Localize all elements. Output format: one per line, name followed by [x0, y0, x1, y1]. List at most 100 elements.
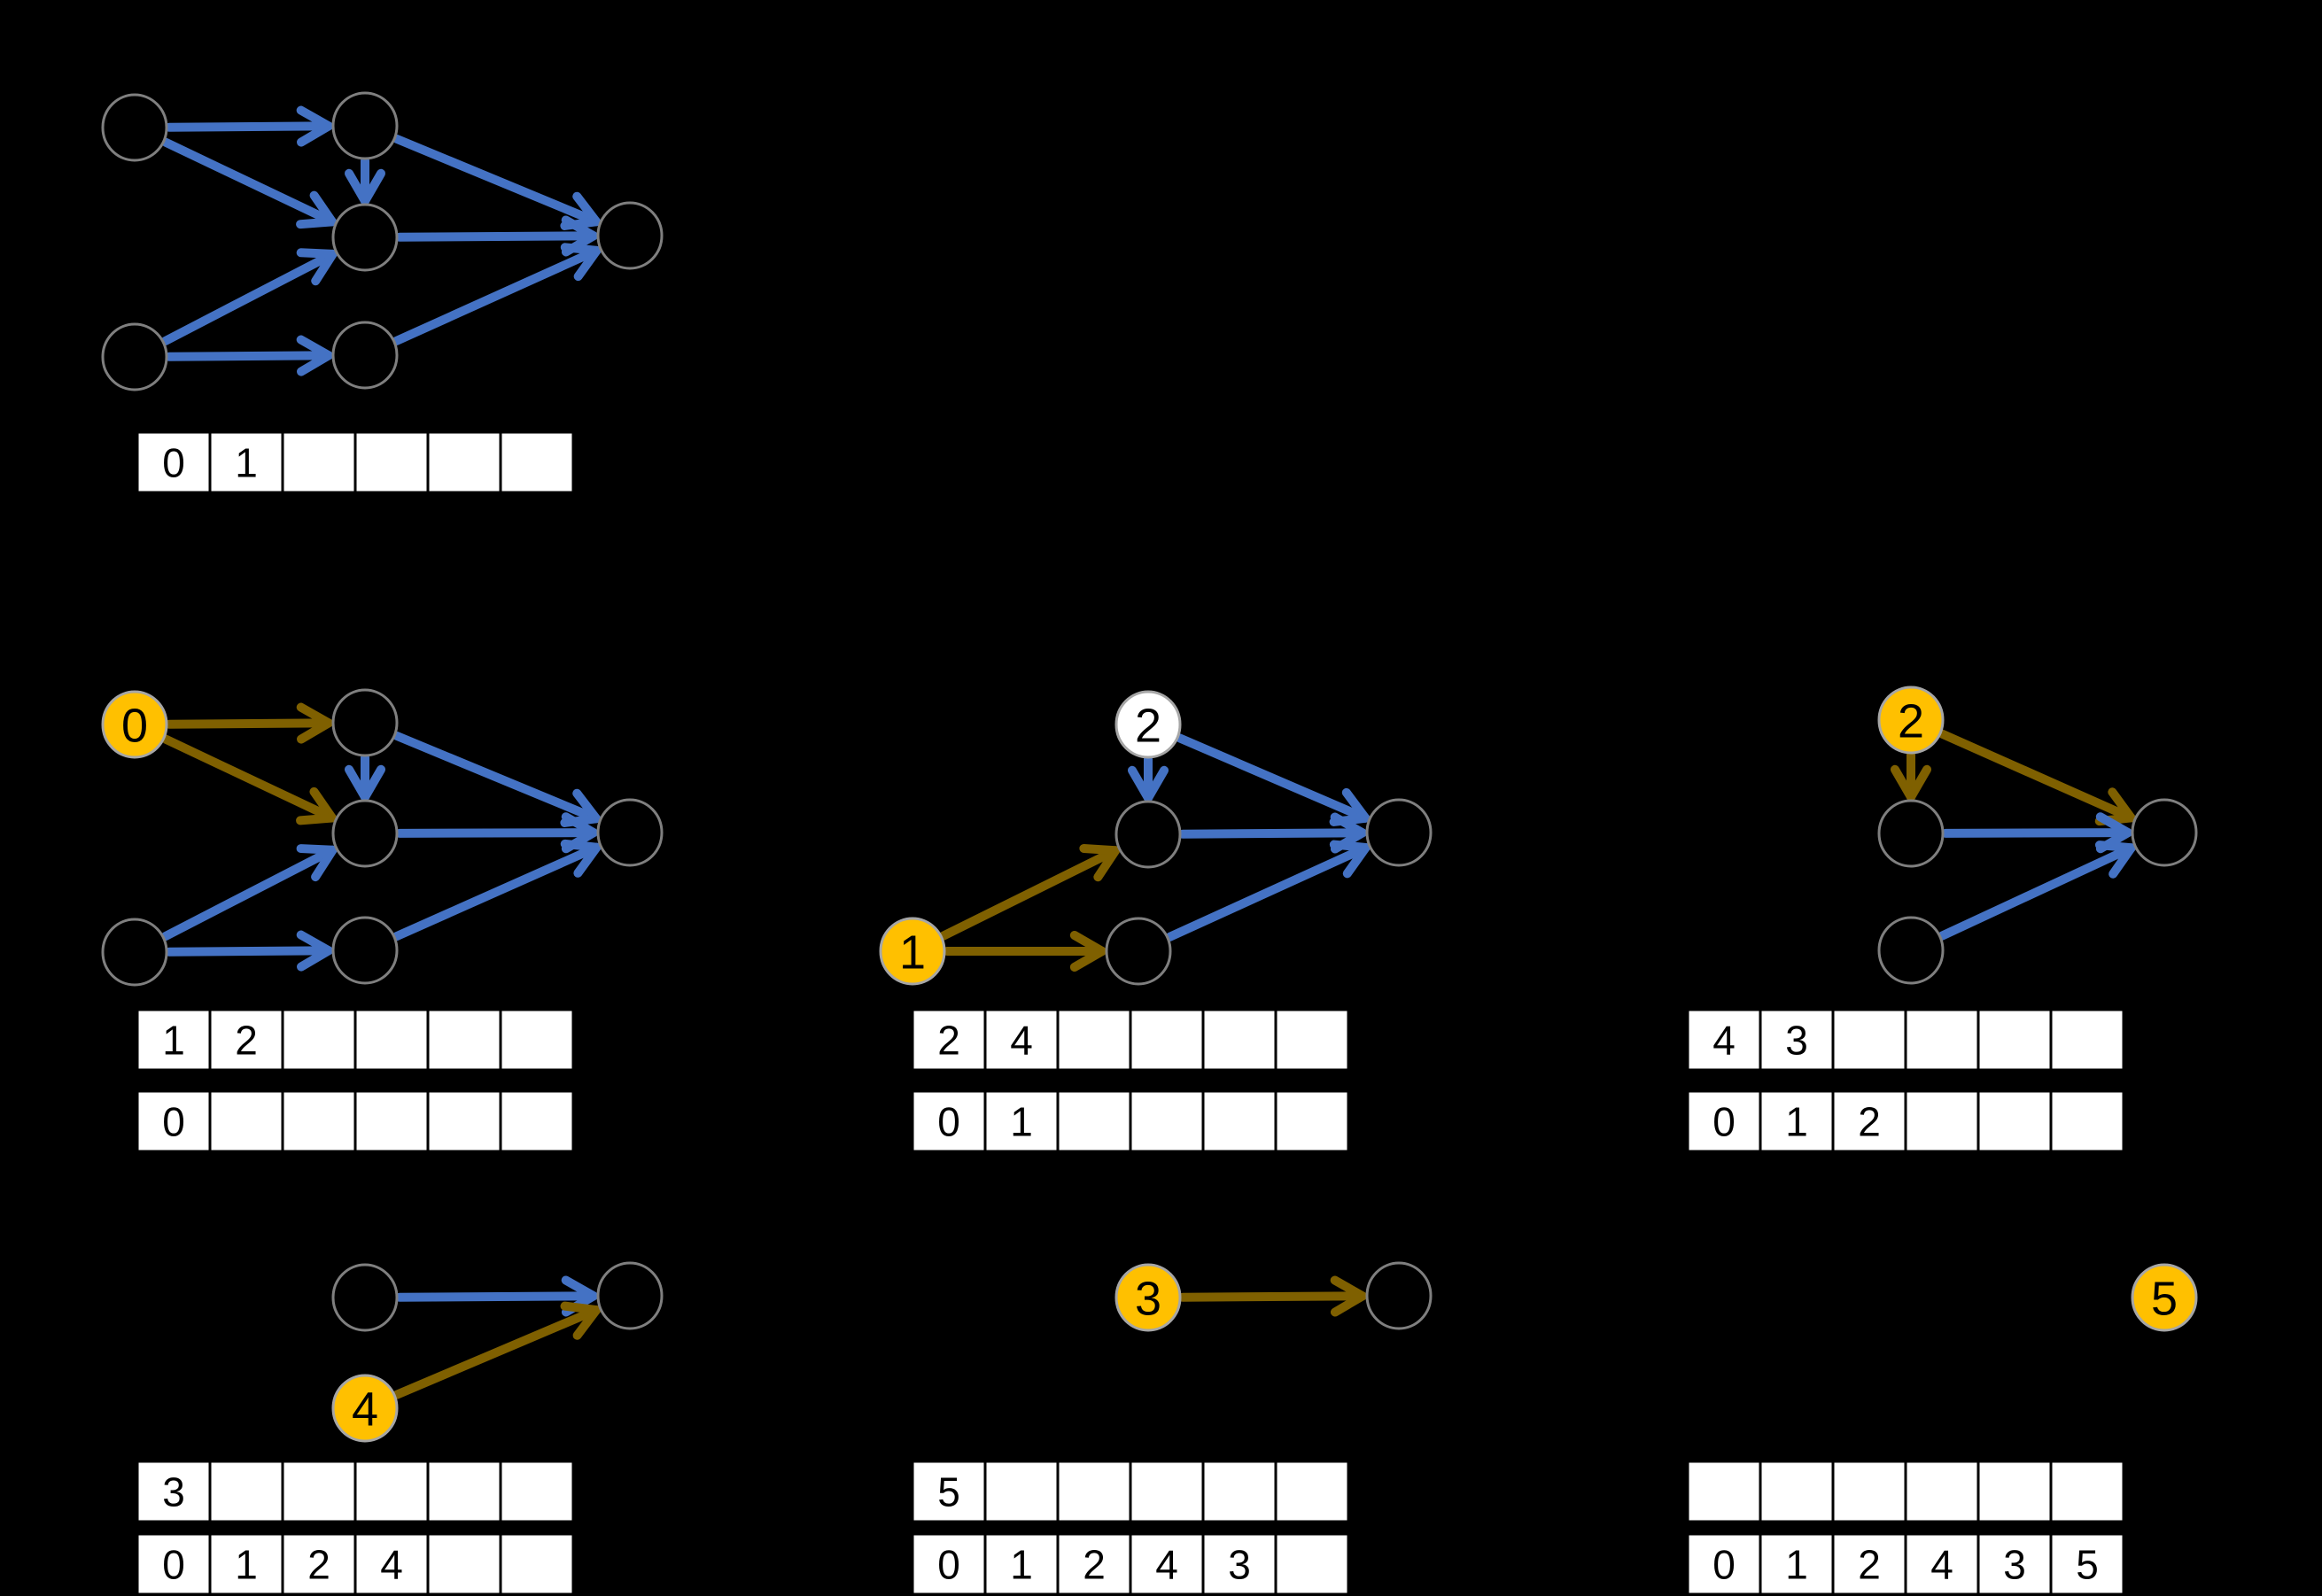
graph-edge-1-to-4	[164, 335, 334, 376]
queue-cell-4	[426, 430, 502, 494]
graph-edge-2-to-5	[392, 731, 602, 827]
graph-edge-4-to-5	[1938, 841, 2136, 941]
graph-node-3-plain	[1114, 800, 1182, 869]
queue-cell-3	[1129, 1460, 1205, 1523]
queue-cell-5	[2049, 1008, 2125, 1072]
graph-edge-3-to-5	[1177, 1275, 1368, 1317]
graph-node-5-active	[2131, 1263, 2198, 1332]
result-cell-value: 2	[1083, 1542, 1106, 1588]
queue-cell-value: 3	[162, 1469, 185, 1515]
graph-edge-0-to-2	[164, 702, 334, 744]
queue-cell-3	[353, 1460, 430, 1523]
queue-cell-value: 3	[1785, 1018, 1808, 1064]
queue-cell-0	[136, 1008, 212, 1072]
result-cell-value: 2	[1858, 1099, 1881, 1145]
graph-edge-2-to-5	[1175, 733, 1371, 826]
result-cell-2	[1056, 1532, 1132, 1596]
graph-edge-1-to-3	[160, 248, 338, 346]
queue-cell-1	[983, 1460, 1060, 1523]
graph-edge-4-to-5	[392, 839, 602, 941]
result-cell-value: 4	[380, 1542, 403, 1588]
graph-node-0-active	[101, 690, 168, 759]
result-cell-value: 0	[162, 1542, 185, 1588]
graph-node-5-plain	[596, 1261, 664, 1330]
queue-cell-5	[499, 430, 575, 494]
result-cell-4	[1201, 1089, 1277, 1153]
result-cell-value: 1	[1785, 1542, 1808, 1588]
node-label: 0	[121, 699, 148, 752]
graph-node-2-plain	[331, 688, 399, 757]
node-label: 1	[899, 926, 926, 979]
result-cell-3	[353, 1089, 430, 1153]
queue-cell-value: 2	[235, 1018, 258, 1064]
queue-cell-4	[1201, 1460, 1277, 1523]
graph-edge-1-to-4	[164, 930, 334, 972]
graph-node-1-plain	[101, 322, 168, 391]
queue-cell-3	[1904, 1460, 1980, 1523]
result-cell-value: 2	[1858, 1542, 1881, 1588]
graph-node-0-plain	[101, 93, 168, 162]
graph-node-3-plain	[331, 799, 399, 868]
graph-edge-1-to-3	[160, 844, 338, 941]
graph-node-2-queued	[1114, 690, 1182, 759]
graph-node-1-active	[879, 917, 946, 986]
queue-cell-0	[1686, 1460, 1762, 1523]
graph-edge-4-to-5	[1165, 840, 1371, 941]
graph-node-4-active	[331, 1374, 399, 1443]
result-cell-value: 0	[937, 1099, 960, 1145]
queue-cell-value: 1	[235, 440, 258, 486]
result-cell-3	[1129, 1532, 1205, 1596]
queue-cell-value: 1	[162, 1018, 185, 1064]
queue-cell-1	[208, 1460, 284, 1523]
graph-node-3-active	[1114, 1263, 1182, 1332]
result-cell-4	[426, 1089, 502, 1153]
result-cell-4	[1976, 1532, 2053, 1596]
result-cell-value: 0	[1712, 1542, 1736, 1588]
result-cell-value: 1	[1010, 1099, 1033, 1145]
graph-node-3-plain	[331, 203, 399, 272]
queue-cell-5	[499, 1460, 575, 1523]
graph-edge-4-to-5	[392, 243, 602, 345]
result-cell-value: 0	[937, 1542, 960, 1588]
result-cell-5	[499, 1089, 575, 1153]
result-cell-1	[983, 1532, 1060, 1596]
graph-node-3-plain	[1877, 799, 1945, 868]
queue-cell-value: 4	[1010, 1018, 1033, 1064]
queue-cell-2	[1056, 1460, 1132, 1523]
graph-node-4-plain	[331, 321, 399, 390]
result-cell-5	[499, 1532, 575, 1596]
queue-cell-5	[1274, 1008, 1350, 1072]
result-cell-3	[1904, 1532, 1980, 1596]
queue-cell-3	[353, 1008, 430, 1072]
result-cell-1	[208, 1532, 284, 1596]
result-cell-0	[1686, 1089, 1762, 1153]
result-cell-value: 0	[1712, 1099, 1736, 1145]
result-cell-5	[1274, 1089, 1350, 1153]
queue-cell-3	[1904, 1008, 1980, 1072]
result-cell-1	[1759, 1089, 1835, 1153]
graph-edge-0-to-3	[161, 734, 337, 825]
result-cell-4	[1976, 1089, 2053, 1153]
result-cell-2	[281, 1089, 357, 1153]
queue-cell-5	[2049, 1460, 2125, 1523]
queue-cell-4	[1976, 1008, 2053, 1072]
node-label: 4	[352, 1383, 378, 1436]
result-cell-5	[2049, 1532, 2125, 1596]
result-cell-value: 0	[162, 1099, 185, 1145]
queue-cell-4	[426, 1460, 502, 1523]
node-label: 2	[1898, 694, 1924, 748]
queue-cell-3	[1129, 1008, 1205, 1072]
result-cell-value: 3	[1228, 1542, 1251, 1588]
queue-cell-0	[911, 1008, 987, 1072]
graph-edge-1-to-3	[938, 843, 1121, 941]
queue-cell-2	[281, 1008, 357, 1072]
